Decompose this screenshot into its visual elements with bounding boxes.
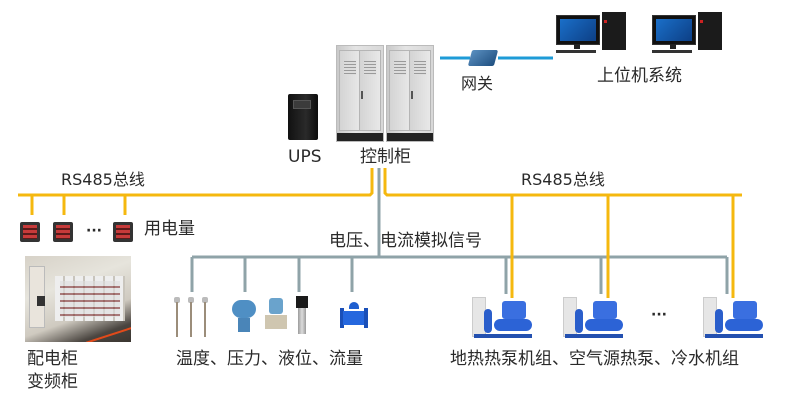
power-meter-3-icon	[113, 222, 133, 242]
gateway-icon	[467, 50, 499, 66]
rs485-left-bus	[18, 168, 374, 197]
pressure-transmitter-1-icon	[232, 300, 256, 332]
host-pc-2-icon	[652, 12, 730, 54]
ups-icon	[288, 94, 318, 140]
control-cabinet-right-icon	[386, 45, 434, 142]
heat-pump-unit-2-icon	[563, 297, 625, 339]
control-cabinet-left-icon	[336, 45, 384, 142]
heat-pump-unit-1-icon	[472, 297, 534, 339]
power-meter-2-icon	[53, 222, 73, 242]
power-meter-ellipsis: ···	[86, 223, 102, 239]
units-label: 地热热泵机组、空气源热泵、冷水机组	[450, 349, 739, 369]
level-transmitter-icon	[296, 296, 308, 336]
temperature-sensor-icon	[172, 297, 214, 339]
analog-signal-bus	[190, 168, 729, 294]
power-meter-1-icon	[20, 222, 40, 242]
analog-signal-label: 电压、电流模拟信号	[329, 231, 482, 251]
switchgear-photo	[25, 256, 131, 342]
chiller-unit-icon	[703, 297, 765, 339]
flow-meter-icon	[340, 302, 368, 330]
power-meters-label: 用电量	[144, 219, 195, 239]
switchgear-label-line2: 变频柜	[27, 372, 78, 392]
rs485-left-label: RS485总线	[61, 170, 145, 189]
pressure-transmitter-2-icon	[265, 298, 287, 332]
host-system-label: 上位机系统	[597, 66, 682, 86]
rs485-right-label: RS485总线	[521, 170, 605, 189]
rs485-right-bus	[383, 168, 742, 197]
sensors-label: 温度、压力、液位、流量	[176, 349, 363, 369]
control-cabinet-label: 控制柜	[360, 147, 411, 167]
units-ellipsis: ···	[651, 307, 667, 323]
host-pc-1-icon	[556, 12, 634, 54]
ups-label: UPS	[288, 147, 322, 167]
gateway-label: 网关	[461, 74, 494, 93]
switchgear-label-line1: 配电柜	[27, 349, 78, 369]
rs485-bus	[18, 168, 742, 298]
